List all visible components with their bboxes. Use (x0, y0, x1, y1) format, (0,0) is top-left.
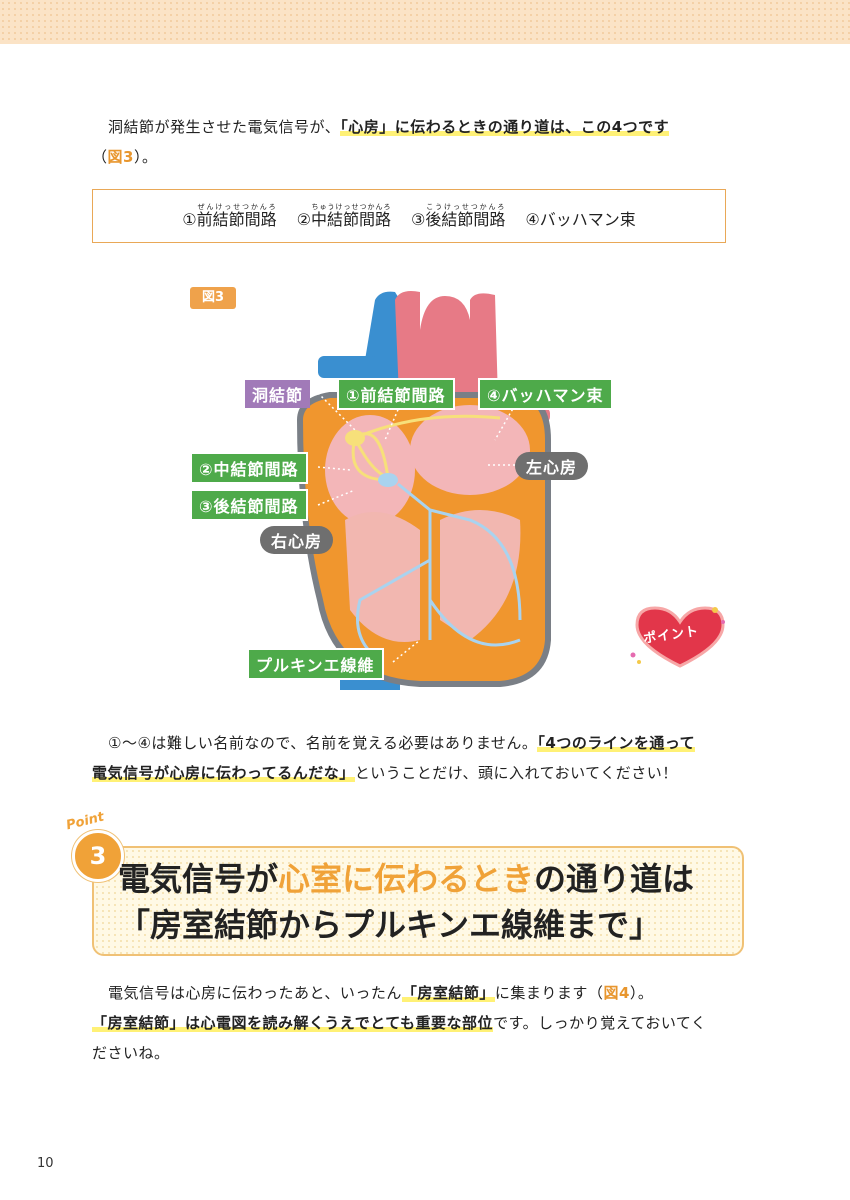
label-sa-node: 洞結節 (245, 380, 311, 408)
av-node-paragraph: 電気信号は心房に伝わったあと、いったん「房室結節」に集まります（図4）。 「房室… (92, 978, 752, 1068)
header-band (0, 0, 850, 44)
pathway-item: ②中結節間路ちゅうけっせつかんろ (296, 203, 391, 229)
figure-ref: 図3 (107, 148, 134, 166)
para3-text: 電気信号は心房に伝わったあと、いったん (108, 984, 402, 1002)
figure-ref-4: 図4 (603, 984, 630, 1002)
pathway-item: ④バッハマン束 (525, 210, 636, 229)
pathway-item: ③後結節間路こうけっせつかんろ (411, 203, 506, 229)
label-posterior-pathway: ③後結節間路 (190, 489, 308, 521)
para2-text: ①〜④は難しい名前なので、名前を覚える必要はありません。 (108, 734, 538, 752)
figure-tag: 図3 (190, 287, 236, 309)
label-purkinje-fibers: プルキンエ線維 (247, 648, 384, 680)
para2-text-2: ということだけ、頭に入れておいてください！ (354, 764, 678, 782)
para1-highlight: 「心房」に伝わるときの通り道は、この4つです (340, 118, 670, 136)
point-3-box (92, 846, 744, 956)
label-bachmann-bundle: ④バッハマン束 (478, 378, 613, 410)
label-middle-pathway: ②中結節間路 (190, 452, 308, 484)
page-number: 10 (37, 1156, 54, 1171)
para3-text-5: ださいね。 (92, 1044, 170, 1062)
para3-highlight-2: 「房室結節」は心電図を読み解くうえでとても重要な部位 (92, 1014, 494, 1032)
para3-text-3: ）。 (629, 984, 654, 1002)
explanation-paragraph: ①〜④は難しい名前なので、名前を覚える必要はありません。「4つのラインを通って … (92, 728, 752, 788)
label-right-atrium: 右心房 (260, 526, 334, 554)
point-3-title: 電気信号が心室に伝わるときの通り道は 「房室結節からプルキンエ線維まで」 (118, 860, 695, 944)
pathway-list: ①前結節間路ぜんけっせつかんろ ②中結節間路ちゅうけっせつかんろ ③後結節間路こ… (92, 189, 726, 243)
intro-paragraph: 洞結節が発生させた電気信号が、「心房」に伝わるときの通り道は、この4つです （図… (92, 112, 752, 172)
para2-highlight-1: 「4つのラインを通って (537, 734, 696, 752)
para1-text: 洞結節が発生させた電気信号が、 (108, 118, 341, 136)
label-left-atrium: 左心房 (515, 452, 589, 480)
para1-paren-close: ）。 (133, 148, 158, 166)
para3-text-4: です。しっかり覚えておいてく (493, 1014, 707, 1032)
point-heart-icon (630, 606, 725, 668)
para1-paren-open: （ (92, 148, 108, 166)
para3-highlight-1: 「房室結節」 (401, 984, 495, 1002)
pathway-item: ①前結節間路ぜんけっせつかんろ (182, 203, 277, 229)
para2-highlight-2: 電気信号が心房に伝わってるんだな」 (92, 764, 355, 782)
point-number-badge: 3 (72, 830, 124, 882)
label-anterior-pathway: ①前結節間路 (337, 378, 455, 410)
para3-text-2: に集まります（ (494, 984, 604, 1002)
